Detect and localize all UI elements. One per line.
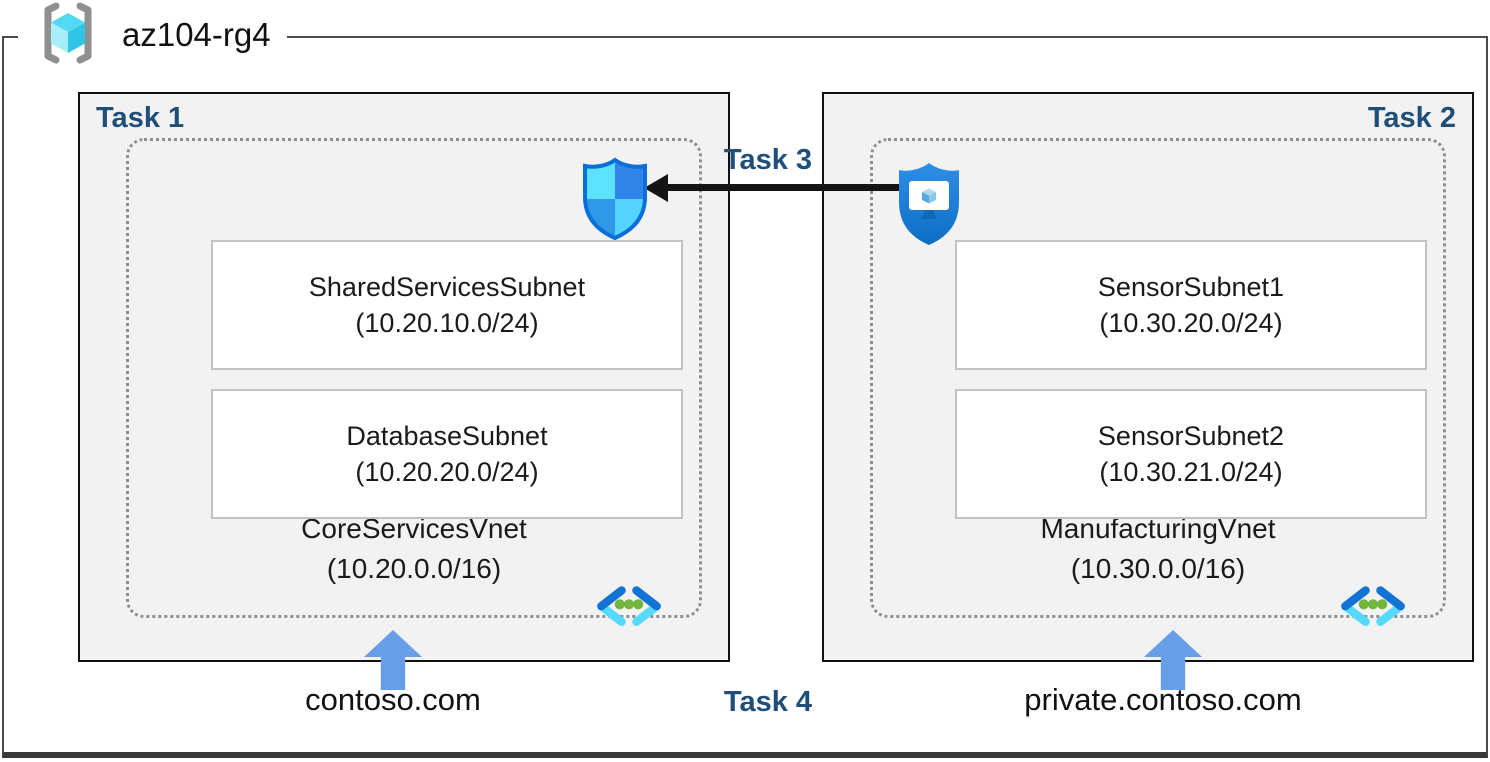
resource-group-name: az104-rg4 <box>122 16 271 53</box>
manufacturing-vnet: SensorSubnet1 (10.30.20.0/24) SensorSubn… <box>870 138 1446 626</box>
resource-group-frame <box>2 36 1488 758</box>
network-security-group-icon <box>581 156 649 247</box>
task2-box: Task 2 SensorSubnet1 (10.30.20.0/24) Sen… <box>822 92 1474 662</box>
subnet-name: SensorSubnet2 <box>1097 421 1285 451</box>
sensor-subnet-1: SensorSubnet1 (10.30.20.0/24) <box>955 240 1427 370</box>
subnet-name: DatabaseSubnet <box>346 421 548 451</box>
core-services-vnet: SharedServicesSubnet (10.20.10.0/24) Dat… <box>126 138 702 626</box>
subnet-name: SharedServicesSubnet <box>308 272 586 302</box>
resource-group-icon <box>34 1 102 70</box>
subnet-name: SensorSubnet1 <box>1097 272 1285 302</box>
peering-arrow-line <box>666 184 926 191</box>
task2-label: Task 2 <box>1367 102 1456 134</box>
virtual-network-icon <box>1337 584 1409 637</box>
shared-services-subnet: SharedServicesSubnet (10.20.10.0/24) <box>211 240 683 370</box>
vnet-label: CoreServicesVnet (10.20.0.0/16) <box>129 509 699 589</box>
database-subnet: DatabaseSubnet (10.20.20.0/24) <box>211 389 683 519</box>
bastion-icon <box>895 160 963 253</box>
subnet-cidr: (10.20.10.0/24) <box>355 308 539 338</box>
subnet-cidr: (10.30.20.0/24) <box>1099 308 1283 338</box>
vnet-cidr: (10.30.0.0/16) <box>1070 553 1246 584</box>
subnet-cidr: (10.30.21.0/24) <box>1099 457 1283 487</box>
subnet-cidr: (10.20.20.0/24) <box>355 457 539 487</box>
sensor-subnet-2: SensorSubnet2 (10.30.21.0/24) <box>955 389 1427 519</box>
vnet-cidr: (10.20.0.0/16) <box>326 553 502 584</box>
resource-group-header: az104-rg4 <box>18 0 287 70</box>
virtual-network-icon <box>593 584 665 637</box>
task3-label: Task 3 <box>723 144 813 176</box>
task4-label: Task 4 <box>723 686 813 718</box>
task1-label: Task 1 <box>96 102 185 134</box>
vnet-label: ManufacturingVnet (10.30.0.0/16) <box>873 509 1443 589</box>
peering-arrow-head <box>644 174 668 202</box>
